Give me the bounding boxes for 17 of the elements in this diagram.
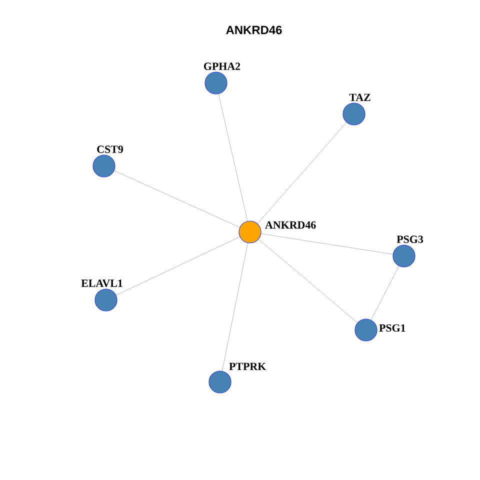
title: ANKRD46	[226, 26, 282, 34]
connector-line	[260, 234, 394, 255]
connector-line	[114, 170, 240, 228]
node-label: PSG1	[379, 324, 406, 332]
node-label: ELAVL1	[81, 280, 122, 287]
node-label: ANKRD46	[265, 221, 316, 229]
connector-line	[258, 239, 358, 323]
connector-line	[218, 94, 248, 222]
node-label: GPHA2	[204, 62, 240, 70]
connector-line	[222, 242, 248, 372]
node-label: CST9	[97, 146, 123, 153]
node-label: PSG3	[396, 236, 424, 243]
node-label: TAZ	[349, 94, 370, 101]
connector-line	[257, 122, 347, 224]
connector-line	[116, 236, 240, 296]
node-label: PTPRK	[229, 362, 266, 370]
connector-line	[370, 266, 400, 320]
